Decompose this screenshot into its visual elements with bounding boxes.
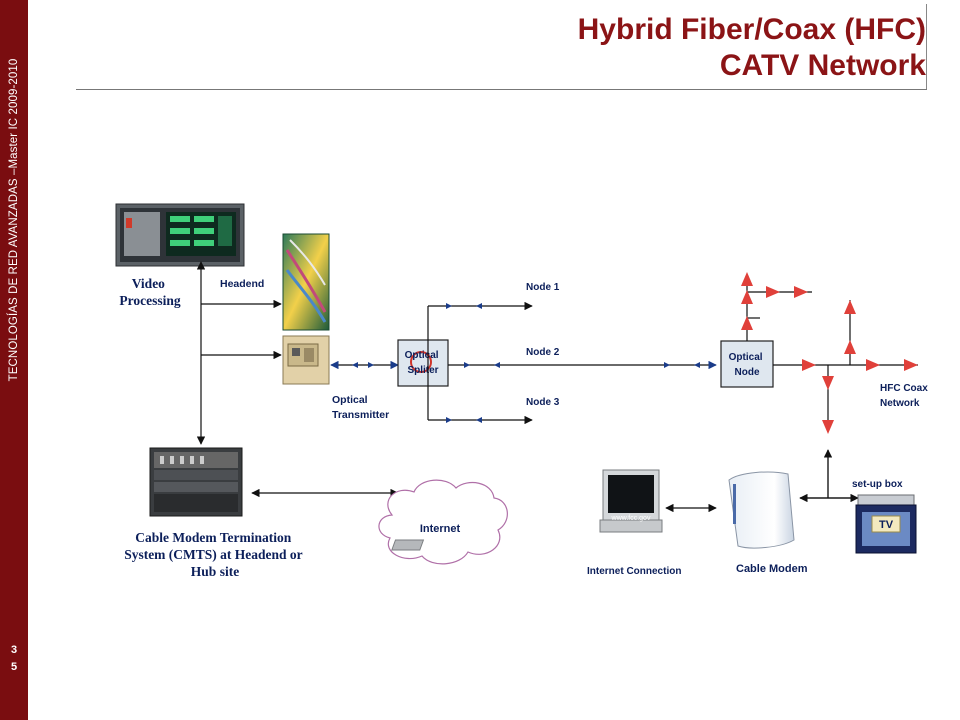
tv-label: TV (879, 519, 894, 531)
hfc-coax-network-label: HFC Coax Network (880, 383, 931, 409)
title-line-1: Hybrid Fiber/Coax (HFC) (577, 13, 926, 46)
cmts-equipment (149, 447, 243, 517)
optical-splitter-label: Optical Spliter (405, 350, 442, 376)
page-digit: 5 (10, 661, 18, 673)
optical-splitter-box (397, 339, 449, 387)
page-title: Hybrid Fiber/Coax (HFC) CATV Network (578, 12, 926, 84)
optical-node-box (720, 340, 774, 388)
internet-connection-label: Internet Connection (587, 566, 681, 577)
tv-label-plate (871, 515, 901, 533)
node3-label: Node 3 (526, 397, 560, 408)
cable-modem-device (728, 471, 795, 549)
optical-transmitter-label: Optical Transmitter (332, 394, 389, 421)
computer-monitor-icon (391, 469, 663, 551)
optical-node-label: Optical Node (729, 352, 766, 378)
page-digit: 3 (10, 644, 18, 656)
cmts-label: Cable Modem Termination System (CMTS) at… (124, 530, 306, 579)
video-processing-label: Video Processing (119, 276, 180, 308)
internet-label: Internet (420, 523, 461, 535)
internet-cloud (378, 479, 508, 565)
headend-label: Headend (220, 278, 264, 290)
title-divider-vertical (926, 4, 927, 90)
rf-amplifiers (741, 272, 918, 434)
video-processing-equipment (115, 203, 245, 267)
title-underline (76, 89, 927, 90)
node1-label: Node 1 (526, 282, 560, 293)
page-number: 3 5 (0, 642, 28, 676)
optical-transmitter-device (282, 335, 330, 385)
cable-modem-label: Cable Modem (736, 563, 808, 575)
title-line-2: CATV Network (719, 49, 926, 82)
sidebar: TECNOLOGÍAS DE RED AVANZADAS –Master IC … (0, 0, 28, 720)
monitor-url-text: www.fcc.gov (611, 515, 651, 522)
node2-label: Node 2 (526, 347, 560, 358)
headend-fiber-rack (282, 233, 330, 331)
setup-box-label: set-up box (852, 479, 903, 490)
